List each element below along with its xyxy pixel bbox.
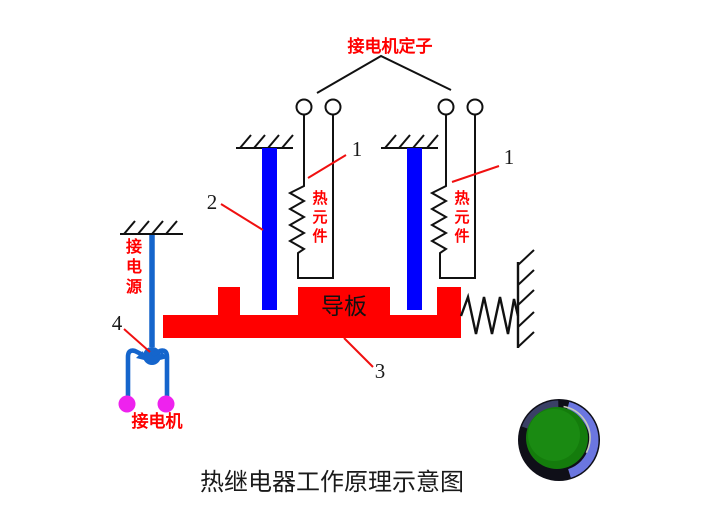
heater-left-label-char-3: 件 xyxy=(312,227,327,245)
heater-element-right-wire xyxy=(429,115,476,279)
fixed-wall-right xyxy=(516,249,535,348)
callout-2-label: 2 xyxy=(207,190,218,214)
callout-1-right-leader xyxy=(451,165,500,183)
bimetal-strip-left xyxy=(262,148,277,310)
callout-4-leader xyxy=(123,328,151,353)
callout-3-label: 3 xyxy=(375,359,386,383)
callout-1-left-label: 1 xyxy=(352,137,363,161)
terminal-circle-2 xyxy=(324,98,342,116)
heater-right-label-char-2: 元 xyxy=(454,209,469,226)
contact-arm-left xyxy=(125,348,146,406)
power-label-char-3: 源 xyxy=(126,277,142,296)
return-spring xyxy=(459,292,520,335)
guide-plate-label: 导板 xyxy=(321,294,367,319)
green-button-shade xyxy=(519,400,599,480)
green-button-face-sheen xyxy=(528,409,580,461)
terminal-circle-4 xyxy=(466,98,484,116)
contact-mechanism xyxy=(118,347,175,413)
green-button[interactable] xyxy=(514,395,604,485)
callout-1-right-label: 1 xyxy=(504,145,515,169)
stator-connection-label: 接电机定子 xyxy=(348,36,433,56)
terminal-circle-3 xyxy=(437,98,455,116)
contact-arm-right xyxy=(151,348,170,406)
guide-plate xyxy=(163,287,461,338)
green-button-rim-light xyxy=(525,405,591,471)
callout-3-leader xyxy=(343,337,374,368)
heater-right-label-char-3: 件 xyxy=(454,227,469,245)
heater-right-label-char-1: 热 xyxy=(454,189,469,207)
terminal-circle-1 xyxy=(295,98,313,116)
motor-connection-label: 接电机 xyxy=(132,411,183,431)
callout-2-leader xyxy=(220,203,264,231)
motor-terminal-left xyxy=(118,395,136,413)
heater-left-label-char-2: 元 xyxy=(312,209,327,226)
stator-pointer-lines xyxy=(316,54,452,94)
bimetal-strip-right xyxy=(407,148,422,310)
fixed-support-mid-left xyxy=(236,134,294,149)
fixed-support-mid-right xyxy=(381,134,439,149)
fixed-support-far-left xyxy=(120,220,183,235)
callout-1-left-leader xyxy=(307,154,347,179)
diagram-caption: 热继电器工作原理示意图 xyxy=(200,469,464,496)
power-label-char-1: 接 xyxy=(126,237,142,256)
heater-left-label-char-1: 热 xyxy=(312,189,327,207)
callout-4-label: 4 xyxy=(112,311,123,335)
green-button-highlight xyxy=(519,400,599,480)
power-label-char-2: 电 xyxy=(126,257,142,276)
heater-element-left-wire xyxy=(287,115,334,279)
motor-terminal-right xyxy=(157,395,175,413)
